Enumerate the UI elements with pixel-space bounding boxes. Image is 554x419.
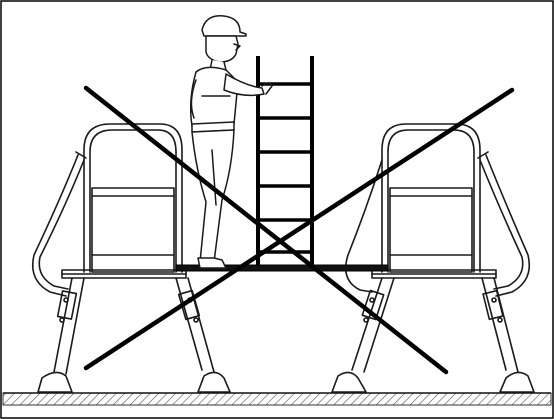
- prohibited-cross: [83, 85, 515, 375]
- floor: [2, 392, 552, 406]
- left-platform-step: [31, 123, 231, 393]
- worker: [189, 15, 273, 269]
- worker-head: [205, 35, 239, 63]
- plank: [175, 264, 389, 272]
- worker-arm: [223, 73, 265, 97]
- hard-hat: [201, 15, 247, 37]
- right-platform-step: [331, 123, 535, 393]
